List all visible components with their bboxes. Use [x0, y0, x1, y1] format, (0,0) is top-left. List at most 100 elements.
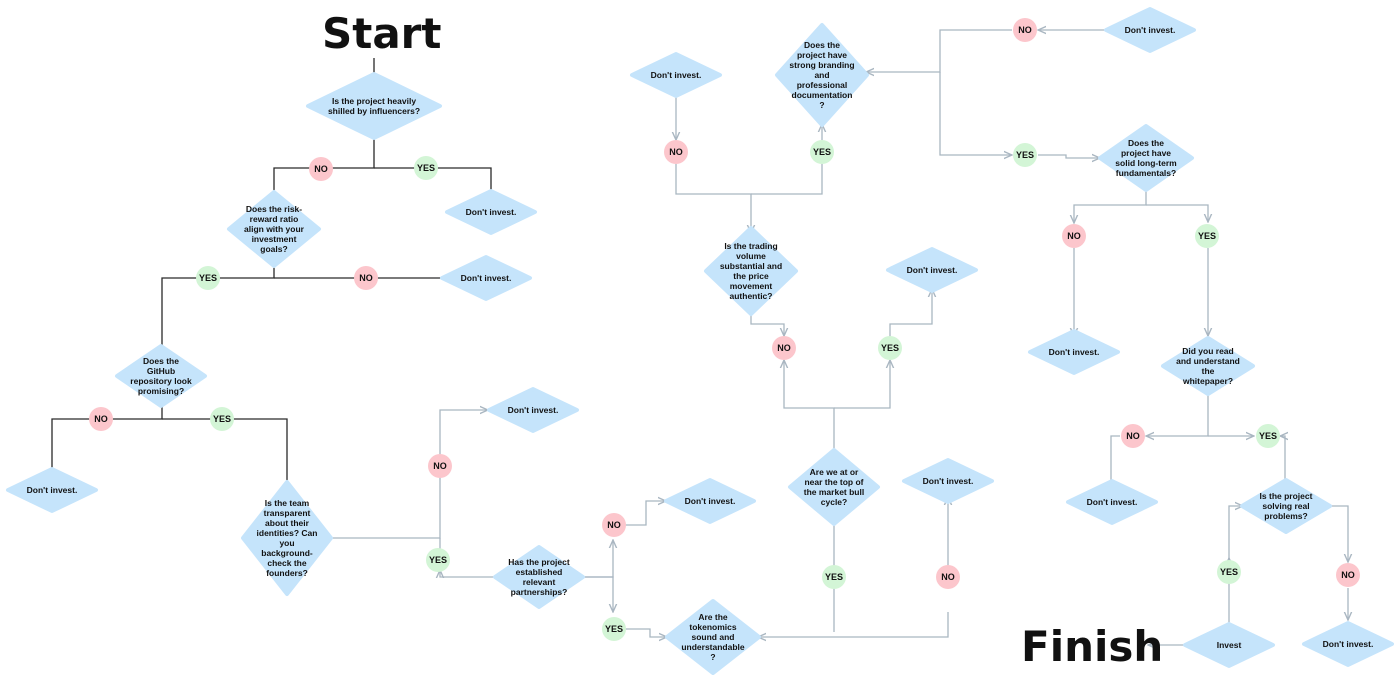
connector-line: [889, 289, 932, 337]
no-circle: [602, 513, 626, 537]
yes-label: YES: [426, 548, 450, 572]
yes-text: YES: [813, 147, 831, 157]
dont-invest-diamond-shape: [445, 189, 537, 235]
yes-circle: [426, 548, 450, 572]
question-partnerships-diamond-text: established: [516, 567, 563, 577]
question-trading-volume-diamond-text: authentic?: [730, 291, 773, 301]
dont-invest-diamond-shape: [902, 458, 994, 504]
dont-invest-diamond-text: Don't invest.: [651, 70, 702, 80]
no-text: NO: [777, 343, 791, 353]
connector-line: [750, 313, 784, 336]
no-label: NO: [1062, 224, 1086, 248]
dont-invest-diamond: Don't invest.: [1028, 329, 1120, 375]
question-branding-diamond-shape: [775, 23, 869, 127]
question-bull-cycle-diamond-text: Are we at or: [810, 467, 859, 477]
dont-invest-diamond-shape: [664, 478, 756, 524]
no-label: NO: [936, 565, 960, 589]
question-risk-reward-diamond-text: Does the risk-: [246, 204, 302, 214]
no-circle: [1336, 563, 1360, 587]
question-trading-volume-diamond-text: substantial and: [720, 261, 782, 271]
question-tokenomics-diamond-text: Are the: [698, 612, 728, 622]
yes-circle: [1013, 143, 1037, 167]
question-tokenomics-diamond-text: sound and: [692, 632, 735, 642]
question-trading-volume-diamond-text: movement: [730, 281, 773, 291]
question-github-diamond-text: repository look: [130, 376, 192, 386]
question-team-diamond-shape: [241, 480, 333, 596]
yes-label: YES: [1195, 224, 1219, 248]
question-fundamentals-diamond-text: Does the: [1128, 138, 1164, 148]
yes-circle: [210, 407, 234, 431]
question-tokenomics-diamond-text: understandable: [681, 642, 745, 652]
question-team-diamond-text: background-: [261, 548, 313, 558]
question-branding-diamond-text: strong branding: [789, 60, 854, 70]
yes-text: YES: [1016, 150, 1034, 160]
question-risk-reward-diamond-text: goals?: [260, 244, 287, 254]
question-risk-reward-diamond-shape: [227, 190, 321, 268]
question-trading-volume-diamond-shape: [704, 226, 798, 316]
question-fundamentals-diamond-text: project have: [1121, 148, 1171, 158]
question-bull-cycle-diamond-text: the market bull: [804, 487, 864, 497]
question-real-problems-diamond-text: Is the project: [1260, 491, 1313, 501]
dont-invest-diamond-shape: [1066, 479, 1158, 525]
yes-circle: [1195, 224, 1219, 248]
question-github-diamond-text: Does the: [143, 356, 179, 366]
question-shilled-diamond-shape: [306, 72, 442, 140]
dont-invest-diamond: Don't invest.: [440, 255, 532, 301]
question-team-diamond-text: about their: [265, 518, 310, 528]
connector-line: [1110, 435, 1120, 482]
question-partnerships-diamond: Has the projectestablishedrelevantpartne…: [493, 545, 585, 609]
question-shilled-diamond-text: Is the project heavily: [332, 96, 416, 106]
question-trading-volume-diamond-text: Is the trading: [724, 241, 777, 251]
no-text: NO: [669, 147, 683, 157]
question-real-problems-diamond-shape: [1240, 478, 1332, 534]
question-real-problems-diamond-text: solving real: [1262, 501, 1309, 511]
dont-invest-diamond-text: Don't invest.: [1125, 25, 1176, 35]
dont-invest-diamond-shape: [1028, 329, 1120, 375]
yes-text: YES: [429, 555, 447, 565]
connector-line: [1146, 204, 1208, 222]
question-shilled-diamond-text: shilled by influencers?: [328, 106, 420, 116]
yes-label: YES: [822, 565, 846, 589]
question-trading-volume-diamond-text: the price: [733, 271, 769, 281]
yes-circle: [414, 156, 438, 180]
yes-label: YES: [414, 156, 438, 180]
dont-invest-diamond-text: Don't invest.: [466, 207, 517, 217]
no-circle: [772, 336, 796, 360]
question-branding-diamond-text: Does the: [804, 40, 840, 50]
no-circle: [89, 407, 113, 431]
no-text: NO: [607, 520, 621, 530]
no-text: NO: [94, 414, 108, 424]
connector-line: [374, 167, 492, 190]
invest-diamond: Invest: [1183, 622, 1275, 668]
yes-circle: [810, 140, 834, 164]
dont-invest-diamond: Don't invest.: [886, 247, 978, 293]
dont-invest-diamond-shape: [630, 52, 722, 98]
question-tokenomics-diamond-text: ?: [710, 652, 715, 662]
no-text: NO: [1018, 25, 1032, 35]
yes-circle: [878, 336, 902, 360]
dont-invest-diamond: Don't invest.: [630, 52, 722, 98]
yes-text: YES: [605, 624, 623, 634]
connector-line: [751, 164, 823, 195]
no-circle: [664, 140, 688, 164]
no-label: NO: [309, 157, 333, 181]
no-text: NO: [314, 164, 328, 174]
question-team-diamond-text: identities? Can: [257, 528, 318, 538]
question-team-diamond-text: you: [279, 538, 294, 548]
connector-line: [675, 164, 751, 233]
connector-line: [1074, 189, 1147, 223]
no-text: NO: [1126, 431, 1140, 441]
no-label: NO: [1121, 424, 1145, 448]
no-label: NO: [1013, 18, 1037, 42]
question-trading-volume-diamond-text: volume: [736, 251, 766, 261]
question-branding-diamond-text: project have: [797, 50, 847, 60]
yes-label: YES: [810, 140, 834, 164]
question-whitepaper-diamond-text: and understand: [1176, 356, 1240, 366]
yes-label: YES: [1013, 143, 1037, 167]
